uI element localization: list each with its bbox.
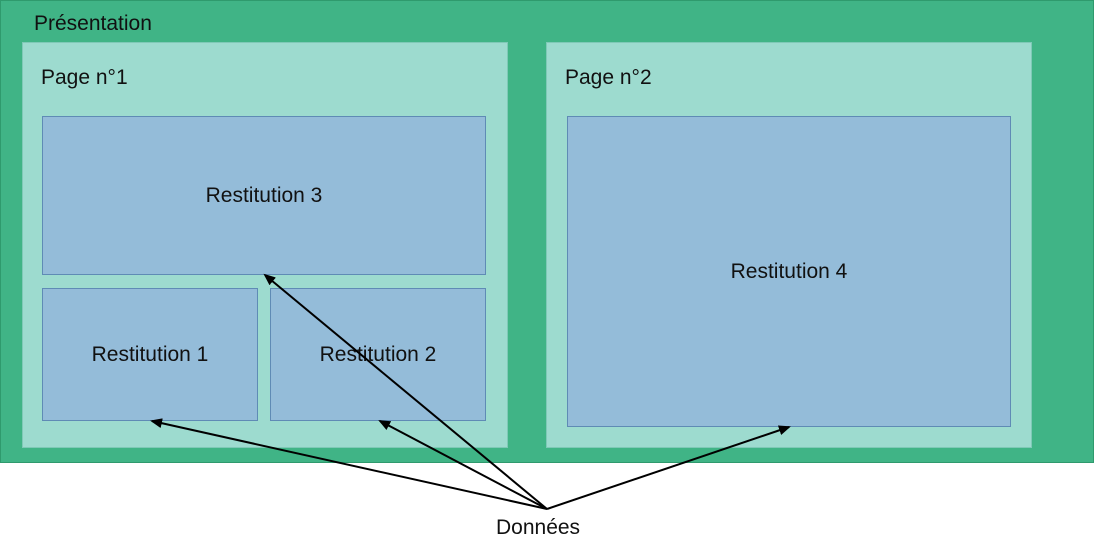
restitution-1-box: Restitution 1: [42, 288, 258, 421]
page-2-title: Page n°2: [565, 66, 652, 89]
page-1-title: Page n°1: [41, 66, 128, 89]
restitution-4-box: Restitution 4: [567, 116, 1011, 427]
restitution-2-box: Restitution 2: [270, 288, 486, 421]
data-source-label: Données: [496, 516, 581, 539]
restitution-1-label: Restitution 1: [91, 342, 209, 366]
restitution-3-label: Restitution 3: [205, 183, 323, 207]
restitution-4-label: Restitution 4: [730, 259, 848, 283]
restitution-3-box: Restitution 3: [42, 116, 486, 275]
presentation-title: Présentation: [34, 12, 152, 35]
restitution-2-label: Restitution 2: [319, 342, 437, 366]
